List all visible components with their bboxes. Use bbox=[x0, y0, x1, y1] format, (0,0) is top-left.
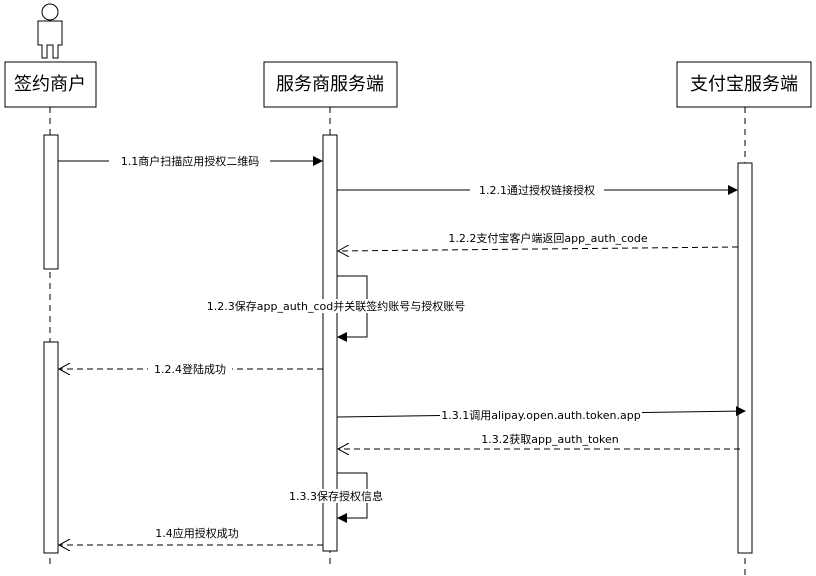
actor-alipay-label: 支付宝服务端 bbox=[690, 74, 798, 95]
message-1-2-2: 1.2.2支付宝客户端返回app_auth_code bbox=[338, 231, 739, 251]
message-1-3-1-label: 1.3.1调用alipay.open.auth.token.app bbox=[441, 409, 640, 422]
message-1-3-1: 1.3.1调用alipay.open.auth.token.app bbox=[336, 406, 746, 422]
message-1-2-4-label: 1.2.4登陆成功 bbox=[154, 362, 226, 376]
message-1-2-3-label: 1.2.3保存app_auth_cod并关联签约账号与授权账号 bbox=[207, 299, 465, 313]
message-1-3-3-label: 1.3.3保存授权信息 bbox=[289, 489, 383, 503]
message-1-3-3: 1.3.3保存授权信息 bbox=[283, 472, 391, 523]
message-1-2-1-label: 1.2.1通过授权链接授权 bbox=[479, 183, 595, 197]
message-1-2-1: 1.2.1通过授权链接授权 bbox=[337, 183, 738, 197]
message-1-2-2-label: 1.2.2支付宝客户端返回app_auth_code bbox=[448, 231, 647, 245]
actor-provider-label: 服务商服务端 bbox=[276, 74, 384, 95]
actor-merchant-label: 签约商户 bbox=[14, 74, 86, 95]
actor-provider: 服务商服务端 bbox=[263, 61, 398, 108]
activation-merchant-2 bbox=[43, 341, 59, 554]
message-1-3-2: 1.3.2获取app_auth_token bbox=[338, 432, 740, 449]
message-1-2-4: 1.2.4登陆成功 bbox=[59, 362, 323, 376]
activation-provider bbox=[322, 134, 338, 552]
person-icon bbox=[37, 3, 63, 59]
message-1-3-2-label: 1.3.2获取app_auth_token bbox=[481, 433, 618, 446]
message-1-1-label: 1.1商户扫描应用授权二维码 bbox=[121, 154, 260, 168]
message-1-2-3: 1.2.3保存app_auth_cod并关联签约账号与授权账号 bbox=[191, 275, 481, 342]
message-1-4: 1.4应用授权成功 bbox=[59, 526, 323, 545]
activation-merchant-1 bbox=[43, 134, 59, 270]
message-1-4-label: 1.4应用授权成功 bbox=[155, 526, 239, 540]
message-1-1: 1.1商户扫描应用授权二维码 bbox=[58, 154, 323, 168]
actor-alipay: 支付宝服务端 bbox=[676, 61, 812, 108]
activation-alipay bbox=[737, 162, 753, 554]
actor-merchant: 签约商户 bbox=[4, 61, 97, 108]
